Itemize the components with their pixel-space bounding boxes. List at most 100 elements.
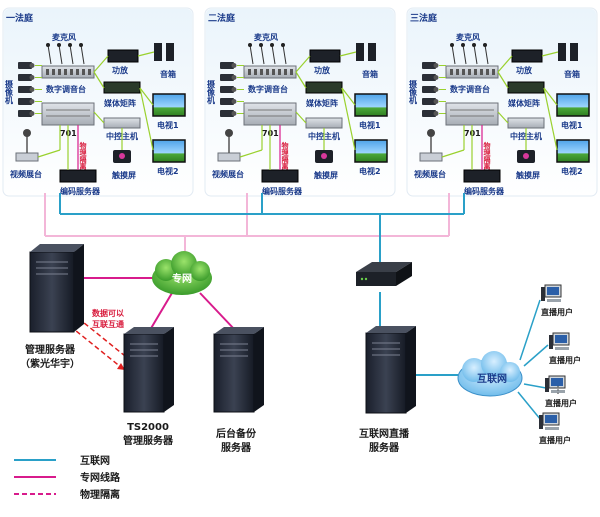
- media-matrix-icon: [507, 81, 545, 94]
- media-matrix-icon: [305, 81, 343, 94]
- live-line2: 服务器: [369, 441, 400, 454]
- tv-icon: [556, 93, 590, 117]
- mixer-label: 数字调音台: [248, 84, 288, 94]
- microphone-icon: [271, 44, 276, 65]
- encoder-701-icon: [243, 102, 297, 126]
- tv2-label: 电视2: [561, 166, 583, 176]
- camera-icon: [220, 62, 234, 69]
- tv-icon: [152, 93, 186, 117]
- microphone-icon: [69, 44, 74, 65]
- court-panel-2: 二法庭麦克风数字调音台摄像机701功放音箱媒体矩阵电视1电视2中控主机触摸屏物理…: [204, 7, 396, 197]
- microphone-icon: [249, 44, 254, 65]
- mgmt-server-label: 管理服务器: [25, 343, 76, 356]
- encoder-server-icon: [463, 169, 501, 183]
- speaker-label: 音箱: [564, 69, 580, 79]
- controller-icon: [507, 117, 545, 129]
- legend-label-internet: 互联网: [80, 454, 110, 467]
- controller-icon: [305, 117, 343, 129]
- encoder-server-icon: [59, 169, 97, 183]
- touchscreen-label: 触摸屏: [112, 170, 136, 180]
- camera-icon: [220, 74, 234, 81]
- court-title: 二法庭: [208, 12, 236, 24]
- live-server: 互联网直播 服务器: [359, 326, 416, 454]
- amp-label: 功放: [314, 65, 331, 75]
- microphone-icon: [484, 44, 489, 65]
- legend-label-private: 专网线路: [80, 471, 121, 484]
- tv2-label: 电视2: [359, 166, 381, 176]
- private-net-cloud: 专网: [152, 251, 212, 295]
- legend: 互联网 专网线路 物理隔离: [14, 454, 121, 501]
- isolation-label: 物理隔离: [483, 141, 491, 171]
- speaker-icon: [570, 43, 578, 61]
- microphone-icon: [462, 44, 467, 65]
- amplifier-icon: [309, 49, 341, 63]
- internet-label: 互联网: [477, 372, 507, 385]
- media-matrix-label: 媒体矩阵: [507, 98, 540, 108]
- mixer-icon: [243, 65, 297, 79]
- isolation-label: 物理隔离: [281, 141, 289, 171]
- camera-icon: [18, 110, 32, 117]
- camera-icon: [422, 110, 436, 117]
- mgmt-server-sub: （紫光华宇）: [20, 357, 80, 370]
- live-user-label: 直播用户: [549, 355, 581, 365]
- camera-icon: [220, 110, 234, 117]
- camera-icon: [422, 74, 436, 81]
- media-matrix-label: 媒体矩阵: [305, 98, 338, 108]
- controller-icon: [103, 117, 141, 129]
- isolation-label: 物理隔离: [79, 141, 87, 171]
- microphone-icon: [58, 44, 63, 65]
- amp-label: 功放: [516, 65, 533, 75]
- camera-icon: [18, 74, 32, 81]
- mixer-label: 数字调音台: [450, 84, 490, 94]
- data-link-line1: 数据可以: [92, 308, 124, 318]
- camera-icon: [18, 98, 32, 105]
- camera-label: 摄像机: [408, 79, 418, 105]
- microphone-icon: [260, 44, 265, 65]
- court-panel-3: 三法庭麦克风数字调音台摄像机701功放音箱媒体矩阵电视1电视2中控主机触摸屏物理…: [406, 7, 598, 197]
- microphone-icon: [47, 44, 52, 65]
- media-matrix-label: 媒体矩阵: [103, 98, 136, 108]
- encoder-701-icon: [445, 102, 499, 126]
- ts2000-line1: TS2000: [127, 422, 169, 433]
- speaker-icon: [154, 43, 162, 61]
- mixer-icon: [41, 65, 95, 79]
- legend-label-isolation: 物理隔离: [80, 488, 120, 501]
- mgmt-server: 管理服务器 （紫光华宇）: [20, 244, 84, 370]
- mixer-label: 数字调音台: [46, 84, 86, 94]
- microphone-icon: [473, 44, 478, 65]
- media-matrix-icon: [103, 81, 141, 94]
- visualizer-label: 视频展台: [212, 169, 244, 179]
- tv1-label: 电视1: [561, 120, 583, 130]
- network-switch-icon: [356, 262, 412, 286]
- ts2000-line2: 管理服务器: [123, 434, 174, 447]
- live-user-label: 直播用户: [541, 307, 573, 317]
- live-user-label: 直播用户: [539, 435, 571, 445]
- mixer-icon: [445, 65, 499, 79]
- court-panel-1: 一法庭麦克风数字调音台摄像机701功放音箱媒体矩阵电视1电视2中控主机触摸屏物理…: [2, 7, 194, 197]
- camera-icon: [220, 98, 234, 105]
- touchscreen-label: 触摸屏: [516, 170, 540, 180]
- tv-icon: [556, 139, 590, 163]
- touchscreen-label: 触摸屏: [314, 170, 338, 180]
- amplifier-icon: [107, 49, 139, 63]
- camera-icon: [18, 86, 32, 93]
- ts2000-server: TS2000 管理服务器: [123, 327, 174, 447]
- tv1-label: 电视1: [157, 120, 179, 130]
- backup-line1: 后台备份: [216, 427, 257, 440]
- visualizer-icon: [217, 152, 241, 162]
- court-title: 三法庭: [410, 12, 438, 24]
- tv-icon: [354, 139, 388, 163]
- speaker-icon: [356, 43, 364, 61]
- backup-server: 后台备份 服务器: [213, 327, 264, 454]
- microphone-icon: [80, 44, 85, 65]
- camera-icon: [422, 62, 436, 69]
- camera-icon: [220, 86, 234, 93]
- speaker-icon: [558, 43, 566, 61]
- visualizer-icon: [419, 152, 443, 162]
- camera-icon: [422, 98, 436, 105]
- camera-label: 摄像机: [4, 79, 14, 105]
- camera-label: 摄像机: [206, 79, 216, 105]
- users-ellipsis: ⋮: [553, 385, 563, 396]
